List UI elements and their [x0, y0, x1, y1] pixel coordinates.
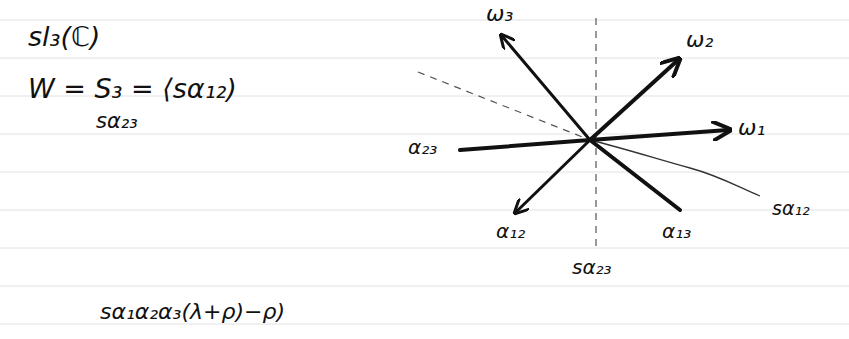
ruled-lines: [0, 20, 849, 324]
handwritten-label: sα₂₃: [96, 110, 138, 133]
handwritten-label: ω₂: [686, 28, 713, 52]
root-line: [590, 140, 680, 210]
handwritten-label: sl₃(ℂ): [28, 22, 100, 52]
handwritten-label: ω₃: [486, 2, 513, 26]
handwritten-label: ω₁: [738, 116, 765, 140]
root-line: [460, 140, 590, 150]
weight-arrow: [502, 36, 590, 140]
reflection-line: [590, 140, 760, 196]
weight-arrow: [590, 130, 728, 140]
handwritten-label: sα₁₂: [772, 198, 810, 219]
handwritten-label: sα₂₃: [572, 256, 612, 278]
reflection-line: [418, 72, 590, 140]
handwritten-label: α₁₂: [496, 220, 525, 242]
root-vectors: [460, 36, 728, 212]
handwritten-label: W = S₃ = ⟨sα₁₂): [28, 74, 237, 104]
root-arrow: [516, 140, 590, 212]
handwritten-label: α₁₃: [662, 220, 691, 242]
handwritten-label: α₂₃: [408, 136, 437, 158]
handwritten-label: sα₁α₂α₃(λ+ρ)−ρ): [100, 300, 285, 324]
weight-arrow: [590, 60, 678, 140]
